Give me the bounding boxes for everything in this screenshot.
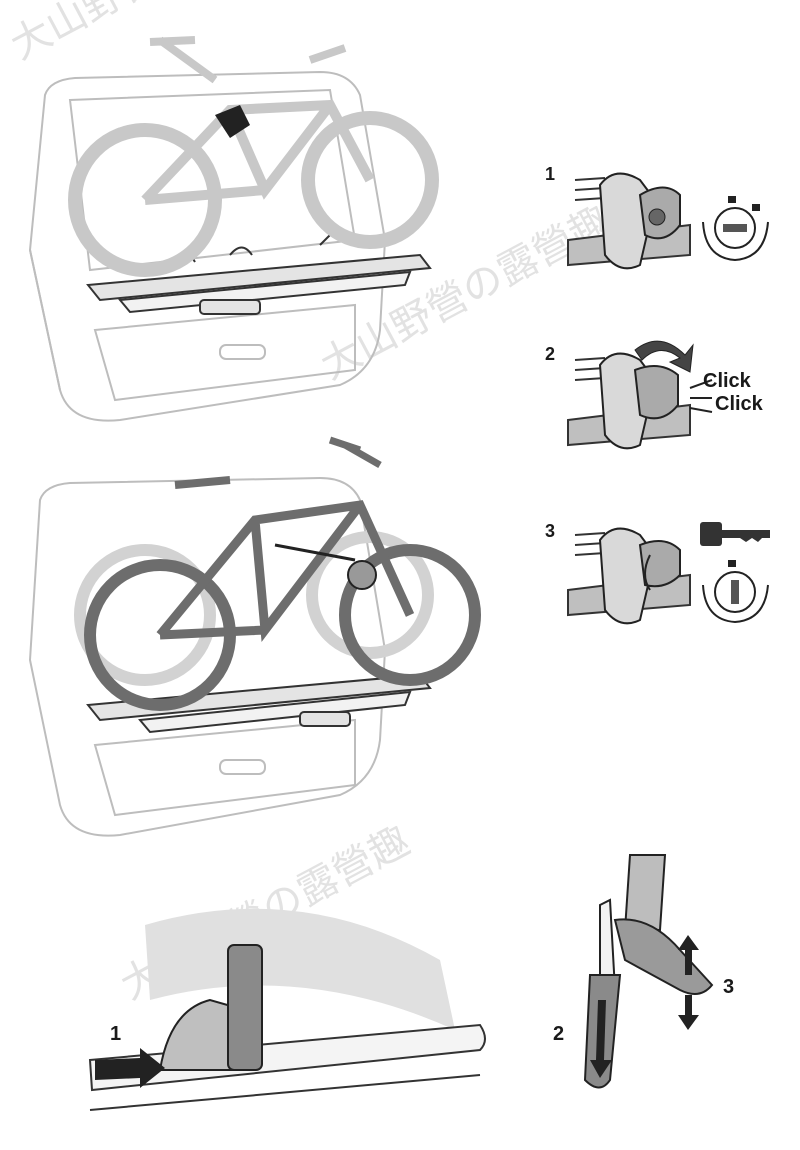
click-label-first: Click — [703, 370, 752, 392]
push-arrow-icon — [95, 1048, 165, 1088]
clamp-step-1-label: 1 — [545, 164, 555, 184]
clamp-arm-middle — [274, 543, 377, 590]
strap-step-1-label: 1 — [110, 1023, 121, 1045]
van-middle — [28, 476, 387, 837]
clamp-detail-1: 1 — [545, 164, 769, 270]
clamp-step-2-label: 2 — [545, 344, 555, 364]
watermark-top: 大山野營の露營趣 — [3, 0, 307, 69]
strap-step-2-label: 2 — [553, 1023, 564, 1045]
padlock-icon-3 — [702, 560, 769, 624]
down-arrow-icon — [590, 1000, 612, 1078]
clamp-highlight-top — [215, 105, 250, 138]
watermark-mid: 大山野營の露營趣 — [313, 198, 617, 389]
rack-top — [86, 228, 432, 315]
up-down-arrow-icon — [678, 935, 699, 1030]
clamp-detail-2: 2 Click Click — [545, 340, 764, 450]
strap-release-detail: 2 3 — [553, 854, 734, 1089]
bike-dark-middle — [84, 436, 481, 711]
rotation-arrow-icon — [634, 340, 694, 373]
wheel-strap-detail: 1 — [88, 908, 486, 1111]
key-icon — [700, 522, 770, 546]
clamp-step-3-label: 3 — [545, 521, 555, 541]
clamp-detail-3: 3 — [545, 521, 770, 625]
bike-ghost-top — [68, 36, 439, 277]
padlock-icon — [702, 196, 769, 262]
strap-step-3-label: 3 — [723, 976, 734, 998]
van-top — [28, 70, 387, 422]
click-label-second: Click — [715, 393, 764, 415]
